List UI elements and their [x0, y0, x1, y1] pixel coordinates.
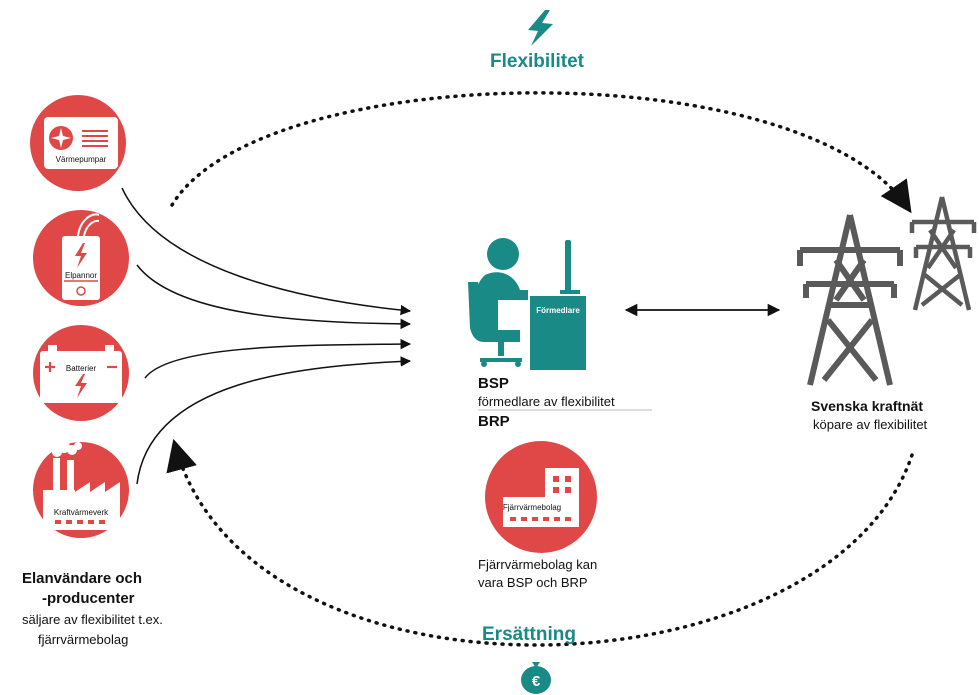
district-heating-note-line2: vara BSP och BRP [478, 575, 588, 590]
small-transmission-tower-icon [909, 196, 977, 311]
battery-source: Batterier [33, 325, 129, 421]
sellers-title-line2: -producenter [42, 590, 135, 607]
heat-pump-label: Värmepumpar [56, 155, 107, 164]
battery-label: Batterier [66, 364, 97, 373]
district-heating-note-line1: Fjärrvärmebolag kan [478, 557, 598, 572]
transmission-tower-icon [797, 214, 903, 386]
electric-boiler-label: Elpannor [65, 271, 97, 280]
compensation-dotted-arrow [166, 438, 914, 647]
electric-boiler-icon [64, 243, 98, 296]
compensation-label: Ersättning [482, 624, 576, 645]
district-heating-label: Fjärrvärmebolag [503, 503, 561, 512]
buyer-title: Svenska kraftnät [811, 398, 924, 414]
chp-plant-source: Kraftvärmeverk [33, 441, 129, 538]
euro-moneybag-icon: € [521, 662, 551, 694]
intermediary-screen-label: Förmedlare [536, 306, 580, 315]
source-flow-arrows [121, 187, 412, 485]
flexibility-label: Flexibilitet [490, 51, 584, 72]
sellers-desc-line1: säljare av flexibilitet t.ex. [22, 612, 163, 627]
sellers-title-line1: Elanvändare och [22, 570, 143, 587]
battery-icon [45, 362, 117, 398]
chp-plant-label: Kraftvärmeverk [54, 508, 109, 517]
chp-plant-icon [43, 441, 120, 530]
bsp-label: BSP [478, 375, 509, 392]
brp-label: BRP [478, 413, 510, 430]
buyer-description: köpare av flexibilitet [813, 417, 928, 432]
heat-pump-icon [49, 126, 108, 150]
intermediary-person-icon [468, 238, 586, 370]
factory-building-icon [503, 468, 579, 527]
flexibility-dotted-arrow [170, 91, 912, 214]
electric-boiler-source: Elpannor [33, 210, 129, 306]
svg-text:€: € [532, 673, 541, 690]
lightning-icon [528, 10, 553, 46]
bsp-description: förmedlare av flexibilitet [478, 394, 615, 409]
district-heating-company: Fjärrvärmebolag [485, 441, 597, 553]
heat-pump-source: Värmepumpar [30, 95, 126, 191]
sellers-desc-line2: fjärrvärmebolag [38, 632, 129, 647]
